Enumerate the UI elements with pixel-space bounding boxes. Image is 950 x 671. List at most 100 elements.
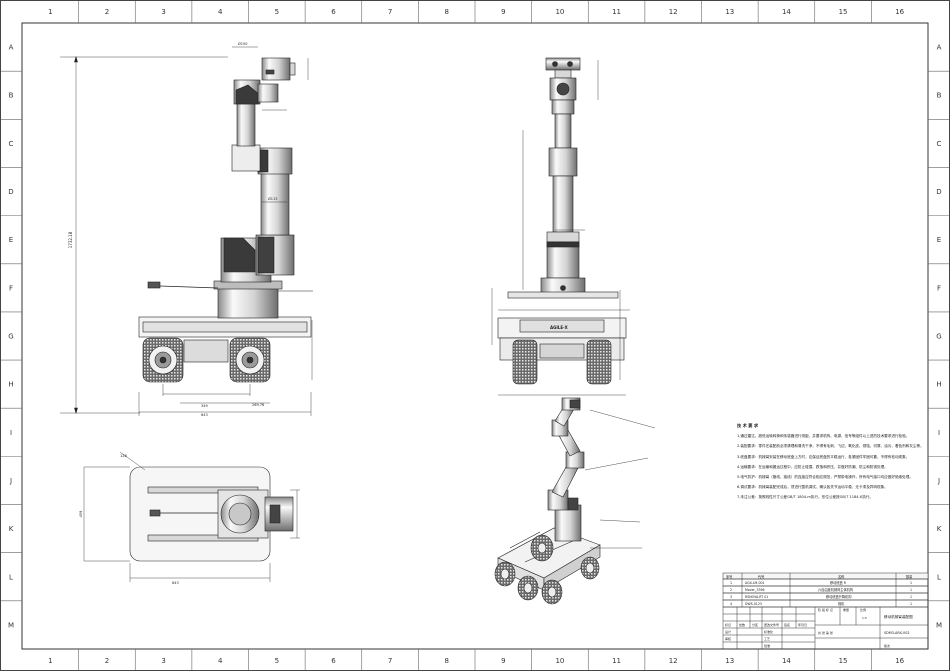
grid-column-label: 11 — [612, 8, 621, 16]
tb-drawing-title: 移动机械臂装配图 — [884, 614, 913, 619]
grid-column-label: 2 — [105, 657, 109, 665]
grid-column-label: 2 — [105, 8, 109, 16]
bom-row-1-qty: 1 — [910, 581, 912, 585]
tb-mass: 重量 — [843, 607, 849, 612]
bom-row-2-name: 六自由度机械臂主体机构 — [818, 587, 853, 592]
tb-sheet: 共 张 第 张 — [818, 630, 833, 635]
grid-row-label: I — [10, 429, 12, 437]
grid-column-label: 12 — [669, 657, 678, 665]
tb-signature: 签名 — [784, 622, 790, 627]
grid-column-label: 8 — [444, 657, 448, 665]
grid-column-label: 13 — [725, 8, 734, 16]
tb-change-doc: 更改文件号 — [764, 622, 779, 627]
grid-column-label: 14 — [782, 8, 791, 16]
grid-row-label: M — [936, 621, 942, 629]
tech-note-6: 6.调试要求：机械臂装配完成后，须进行整机调试，确认各关节运动平稳、无卡滞及异响… — [737, 485, 888, 490]
grid-column-label: 10 — [555, 8, 564, 16]
grid-row-label: J — [937, 477, 940, 485]
grid-row-label: K — [937, 525, 942, 533]
grid-row-label: K — [9, 525, 14, 533]
tb-mark: 标记 — [725, 622, 731, 627]
bom-rows: 序号 代号 名称 数量 1 AGX-LM-001 移动底盘 R 1 2 Move… — [726, 574, 913, 606]
tb-approve: 批准 — [764, 643, 770, 648]
tech-note-1: 1.通过雷达、超低运转转换和传感器进行测距，并要求机构、电源、信号等组件以上述的… — [737, 434, 910, 439]
grid-column-label: 16 — [895, 8, 904, 16]
bom-header-index: 序号 — [726, 574, 732, 579]
bill-of-materials — [722, 572, 929, 608]
isometric-view — [494, 397, 656, 605]
side-view: 1732.18 — [60, 41, 313, 417]
grid-column-label: 4 — [218, 8, 223, 16]
tech-notes-title: 技 术 要 求 — [737, 423, 759, 428]
bom-row-4-index: 4 — [730, 602, 732, 606]
bom-header-name: 名称 — [838, 574, 845, 579]
title-block — [722, 606, 929, 650]
tb-scale: 1:5 — [862, 616, 867, 620]
grid-column-label: 4 — [218, 657, 223, 665]
tb-zone: 分区 — [752, 622, 758, 627]
bom-row-2-qty: 1 — [910, 588, 912, 592]
grid-row-label: J — [9, 477, 12, 485]
grid-row-label: G — [936, 333, 941, 341]
bom-row-3-name: 移动底盘升降机构 — [826, 594, 852, 599]
bom-row-4-code: DWS-0123 — [745, 602, 762, 606]
dim-front-overhang: 269.76 — [252, 403, 264, 407]
front-view: AGILE·X — [491, 57, 630, 396]
grid-column-label: 12 — [669, 8, 678, 16]
dim-base-width: 643 — [201, 413, 208, 417]
dim-wheel-span: 349 — [201, 404, 208, 408]
grid-column-label: 14 — [782, 657, 791, 665]
dim-top-diameter: Ø150 — [238, 41, 247, 46]
grid-row-label: D — [936, 188, 941, 196]
tb-review: 审核 — [725, 636, 731, 641]
dim-plan-length: 643 — [172, 581, 179, 585]
brand-label: AGILE·X — [550, 325, 568, 330]
bom-row-1-code: AGX-LM-001 — [745, 581, 765, 585]
tb-stage: 阶 段 标 记 — [818, 607, 833, 612]
plan-view: 459 643 126 — [79, 451, 300, 585]
grid-column-label: 1 — [48, 657, 52, 665]
dim-total-height: 1732.18 — [68, 231, 73, 248]
title-block-text: 标记 处数 分区 更改文件号 签名 年月日 设计 标准化 审核 工艺 批准 阶 … — [725, 607, 913, 648]
bom-row-1-index: 1 — [730, 581, 732, 585]
dim-plan-diagonal: 126 — [120, 454, 127, 458]
grid-row-label: E — [9, 236, 13, 244]
grid-row-label: G — [8, 333, 13, 341]
tb-design: 设计 — [725, 629, 731, 634]
grid-row-label: B — [9, 92, 14, 100]
grid-column-label: 9 — [501, 8, 505, 16]
tech-note-4: 4.运输要求：在运输和搬运过程中，应防止碰撞、跌落和挤压，并做好防潮、防尘和防锈… — [737, 464, 888, 469]
grid-column-label: 7 — [388, 8, 392, 16]
bom-row-4-name: 相机 — [838, 601, 845, 606]
grid-column-label: 1 — [48, 8, 52, 16]
grid-row-label: C — [937, 140, 942, 148]
tb-standardize: 标准化 — [764, 629, 773, 634]
grid-row-label: A — [937, 44, 942, 52]
technical-requirements: 技 术 要 求 1.通过雷达、超低运转转换和传感器进行测距，并要求机构、电源、信… — [737, 423, 942, 506]
grid-column-label: 5 — [275, 657, 279, 665]
tb-count: 处数 — [739, 622, 745, 627]
grid-row-label: I — [938, 429, 940, 437]
grid-row-label: B — [937, 92, 942, 100]
grid-column-label: 7 — [388, 657, 392, 665]
tech-note-2: 2.装配要求：零件在装配前必须清理和清洗干净，不得有毛刺、飞边、氧化皮、锈蚀、切… — [737, 444, 924, 449]
grid-row-label: M — [8, 621, 14, 629]
grid-row-label: E — [937, 236, 941, 244]
grid-row-label: L — [9, 573, 13, 581]
grid-column-label: 6 — [331, 657, 336, 665]
tech-note-3: 3.底盘要求：机械臂安装在移动底盘上方时，应保证底盘的平稳运行，各紧固件牢固可靠… — [737, 454, 910, 459]
tb-drawing-number: SDM3-ARX-002 — [884, 631, 910, 635]
bom-row-1-name: 移动底盘 R — [830, 580, 847, 585]
tb-scale-label: 比例 — [860, 607, 866, 612]
tech-note-7: 7.未注公差：按照线性尺寸公差GB/T 1804-m执行，形位公差按GB/T 1… — [737, 495, 874, 500]
grid-column-label: 13 — [725, 657, 734, 665]
dim-plan-width: 459 — [79, 511, 83, 518]
tech-note-5: 5.电气防护：机械臂（管线、接线）的连接应符合相应规范，严禁带电操作，所有电气接… — [737, 475, 913, 480]
grid-row-label: C — [9, 140, 14, 148]
bom-header-qty: 数量 — [906, 574, 913, 579]
grid-row-label: L — [937, 573, 941, 581]
bom-header-code: 代号 — [758, 574, 764, 579]
bom-row-2-code: Mover_3396 — [745, 588, 765, 592]
grid-column-label: 5 — [275, 8, 279, 16]
